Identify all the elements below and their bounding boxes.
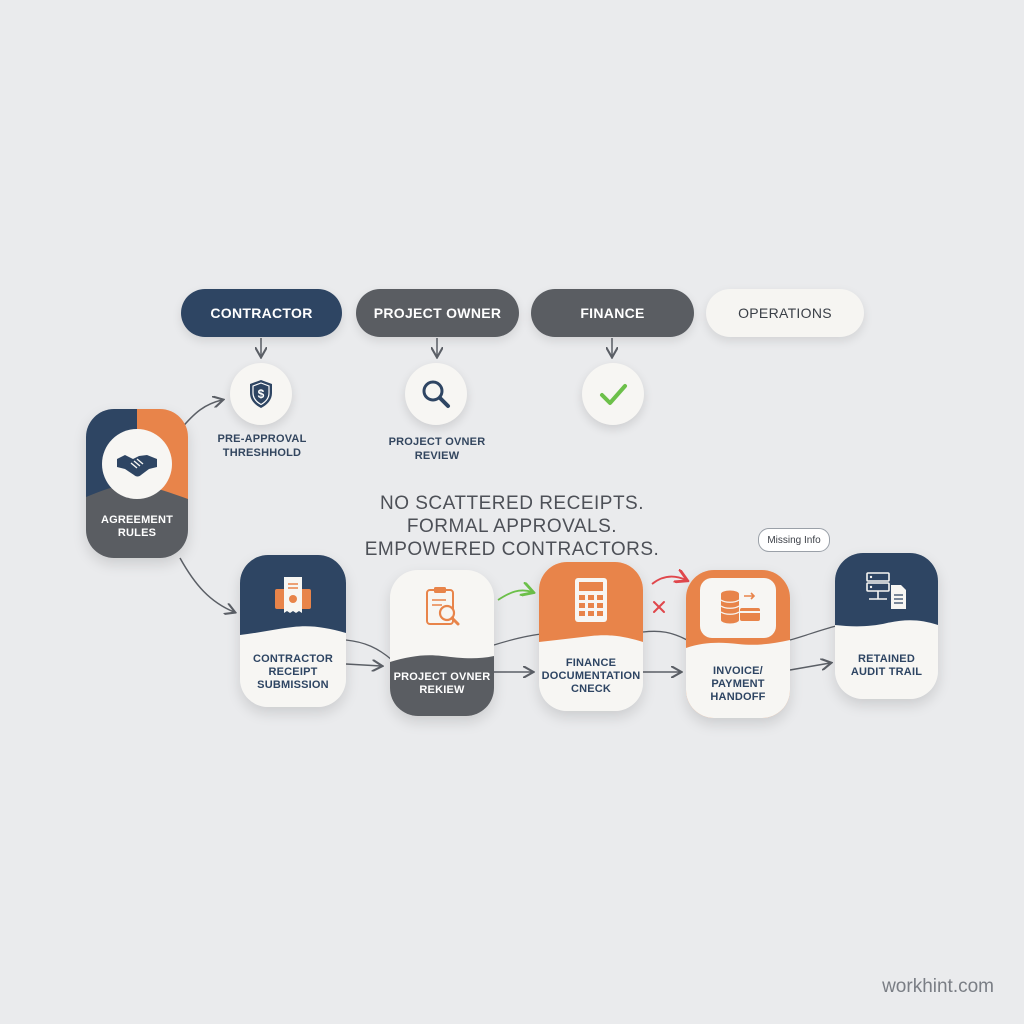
label-line: HANDOFF xyxy=(710,691,766,703)
tagline: NO SCATTERED RECEIPTS. FORMAL APPROVALS.… xyxy=(360,492,664,561)
finance-documentation-check-card: FINANCE DOCUMENTATION CNECK xyxy=(539,562,643,711)
check-icon xyxy=(600,384,627,405)
finance-documentation-check-label: FINANCE DOCUMENTATION CNECK xyxy=(539,657,643,696)
pre-approval-node: $ xyxy=(230,363,292,425)
retained-audit-trail-label: RETAINED AUDIT TRAIL xyxy=(835,653,938,679)
flow-line-3-upper xyxy=(642,630,688,641)
lane-label: PROJECT OWNER xyxy=(373,305,502,321)
label-line: PROJECT OVNER xyxy=(393,671,491,683)
agreement-icon-holder xyxy=(102,429,172,499)
lane-operations: OPERATIONS xyxy=(706,289,864,337)
label-line: RULES xyxy=(117,527,157,539)
lane-label: OPERATIONS xyxy=(738,305,832,321)
label-line: INVOICE/ xyxy=(713,665,763,677)
label-line: REKIEW xyxy=(419,684,465,696)
label-line: THRESHHOLD xyxy=(222,447,302,459)
project-owner-review-card-label: PROJECT OVNER REKIEW xyxy=(390,671,494,697)
svg-text:$: $ xyxy=(258,387,265,401)
server-document-icon xyxy=(866,572,906,609)
receipt-submission-card: CONTRACTOR RECEIPT SUBMISSION xyxy=(240,555,346,707)
label-line: REVIEW xyxy=(414,450,460,462)
calculator-icon xyxy=(575,578,607,622)
lane-project-owner: PROJECT OWNER xyxy=(356,289,519,337)
flow-line-4-upper xyxy=(789,625,837,641)
receipt-submission-label: CONTRACTOR RECEIPT SUBMISSION xyxy=(240,653,346,692)
label-line: CNECK xyxy=(570,683,612,695)
flow-line-2-upper xyxy=(493,633,542,646)
retained-audit-trail-card: RETAINED AUDIT TRAIL xyxy=(835,553,938,699)
pre-approval-label: PRE-APPROVAL THRESHHOLD xyxy=(208,432,316,460)
lane-label: FINANCE xyxy=(580,305,645,321)
label-line: RECEIPT xyxy=(268,666,318,678)
tagline-line: EMPOWERED CONTRACTORS. xyxy=(364,539,660,560)
label-line: PAYMENT xyxy=(711,678,765,690)
label-line: AGREEMENT xyxy=(100,514,174,526)
magnifier-icon xyxy=(422,380,450,408)
reject-x-icon xyxy=(653,601,665,613)
label-line: DOCUMENTATION xyxy=(541,670,641,682)
agreement-rules-card: AGREEMENT RULES xyxy=(86,409,188,558)
lane-finance: FINANCE xyxy=(531,289,694,337)
reject-red-arrow xyxy=(651,577,686,585)
project-owner-review-card: PROJECT OVNER REKIEW xyxy=(390,570,494,716)
project-owner-review-label: PROJECT OVNER REVIEW xyxy=(380,435,494,463)
handshake-icon xyxy=(117,455,157,477)
lane-label: CONTRACTOR xyxy=(210,305,313,321)
approve-green-arrow xyxy=(497,590,532,601)
agreement-rules-label: AGREEMENT RULES xyxy=(86,514,188,540)
card-background xyxy=(390,570,494,716)
label-line: RETAINED xyxy=(857,653,915,665)
flow-arrow-4 xyxy=(789,663,830,671)
tagline-line: FORMAL APPROVALS. xyxy=(406,516,618,537)
label-line: PRE-APPROVAL xyxy=(217,433,307,445)
flow-arrow-1 xyxy=(345,664,381,666)
label-line: AUDIT TRAIL xyxy=(850,666,923,678)
clipboard-search-icon xyxy=(426,587,460,626)
receipt-icon xyxy=(275,577,311,613)
brand-watermark: workhint.com xyxy=(882,976,994,997)
agreement-to-receipt-arrow xyxy=(179,557,234,612)
finance-approval-node xyxy=(582,363,644,425)
lane-contractor: CONTRACTOR xyxy=(181,289,342,337)
shield-dollar-icon: $ xyxy=(250,380,272,408)
coins-card-icon xyxy=(720,590,760,624)
invoice-payment-handoff-card: INVOICE/ PAYMENT HANDOFF xyxy=(686,570,790,718)
callout-text: Missing Info xyxy=(767,534,821,546)
card-background xyxy=(835,553,938,699)
project-owner-review-node xyxy=(405,363,467,425)
label-line: FINANCE xyxy=(565,657,617,669)
flow-line-1-upper xyxy=(345,639,393,661)
label-line: PROJECT OVNER xyxy=(388,436,486,448)
label-line: SUBMISSION xyxy=(257,679,329,691)
missing-info-callout: Missing Info xyxy=(758,528,830,552)
invoice-payment-handoff-label: INVOICE/ PAYMENT HANDOFF xyxy=(686,665,790,704)
label-line: CONTRACTOR xyxy=(252,653,333,665)
tagline-line: NO SCATTERED RECEIPTS. xyxy=(379,493,644,514)
